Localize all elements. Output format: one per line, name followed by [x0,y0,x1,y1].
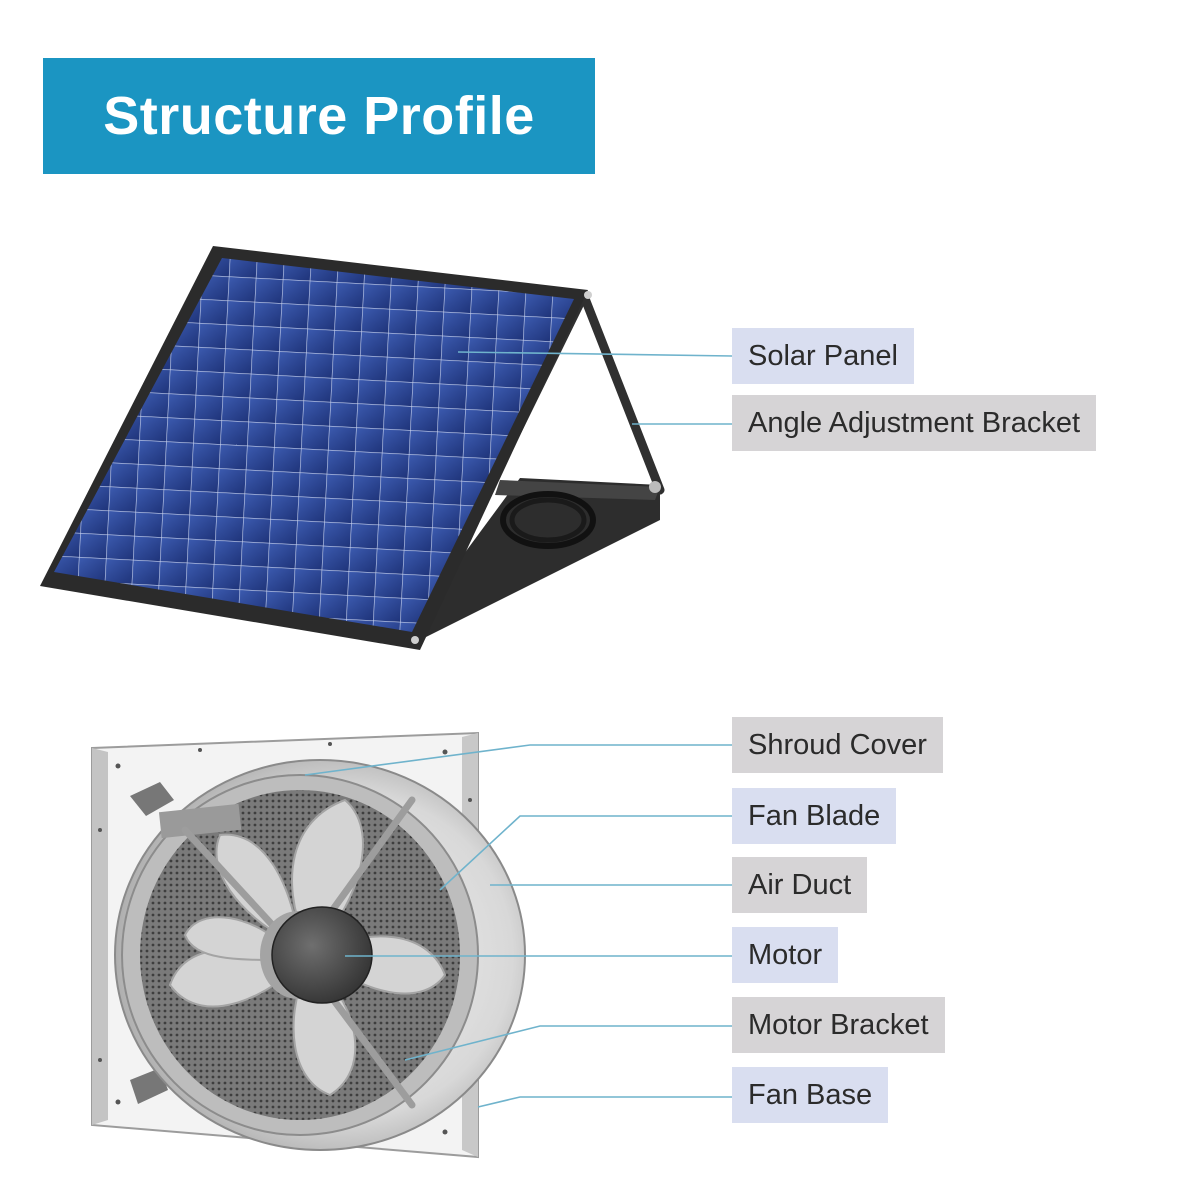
leader-lines [304,351,733,1108]
label-shroud-cover: Shroud Cover [732,717,943,773]
label-angle-adjustment-bracket: Angle Adjustment Bracket [732,395,1097,451]
title-banner: Structure Profile [43,58,595,174]
fan-assembly [91,731,526,1159]
label-fan-base: Fan Base [732,1067,889,1123]
label-air-duct: Air Duct [732,857,868,913]
label-solar-panel: Solar Panel [732,328,914,384]
label-motor-bracket: Motor Bracket [732,997,945,1053]
label-fan-blade: Fan Blade [732,788,897,844]
label-motor: Motor [732,927,839,983]
solar-panel-assembly [40,246,665,650]
page-title: Structure Profile [103,86,535,146]
